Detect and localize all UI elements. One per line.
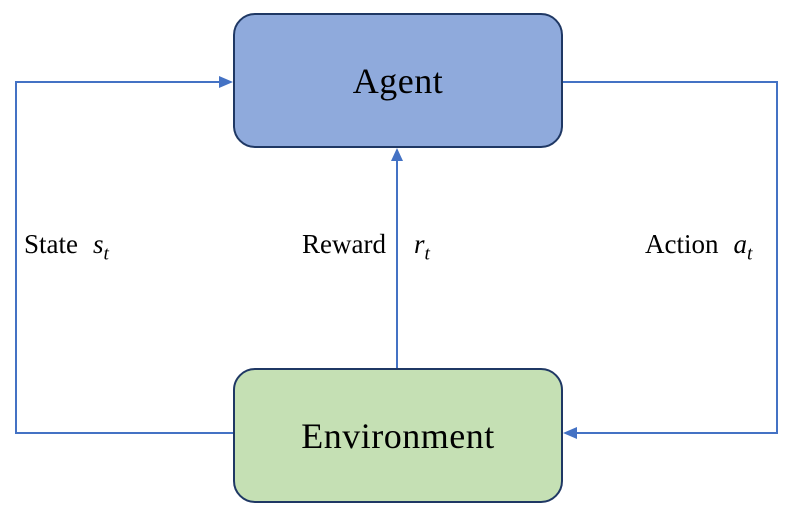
state-word: State xyxy=(24,229,78,259)
agent-node-label: Agent xyxy=(352,60,444,101)
action-symbol: at xyxy=(733,229,753,265)
action-edge-label: Action at xyxy=(645,229,753,265)
action-arrowhead-icon xyxy=(563,427,577,439)
reward-word: Reward xyxy=(302,229,386,259)
action-arrow-top-horizontal-segment xyxy=(563,81,778,83)
environment-node: Environment xyxy=(233,368,563,503)
state-arrowhead-icon xyxy=(219,76,233,88)
state-edge-label: State st xyxy=(24,229,109,265)
agent-node: Agent xyxy=(233,13,563,148)
action-word: Action xyxy=(645,229,719,259)
state-arrow-bottom-horizontal-segment xyxy=(15,432,234,434)
state-arrow-left-vertical-segment xyxy=(15,81,17,434)
reward-symbol: rt xyxy=(414,229,430,265)
state-symbol: st xyxy=(93,229,109,265)
action-arrow-bottom-horizontal-segment xyxy=(577,432,778,434)
reward-arrowhead-icon xyxy=(391,148,403,161)
environment-node-label: Environment xyxy=(301,415,495,456)
state-arrow-top-horizontal-segment xyxy=(15,81,219,83)
action-arrow-right-vertical-segment xyxy=(776,81,778,434)
reward-arrow-vertical-segment xyxy=(396,159,398,369)
reward-edge-label-symbol: rt xyxy=(414,229,430,265)
reward-edge-label-word: Reward xyxy=(302,229,386,260)
